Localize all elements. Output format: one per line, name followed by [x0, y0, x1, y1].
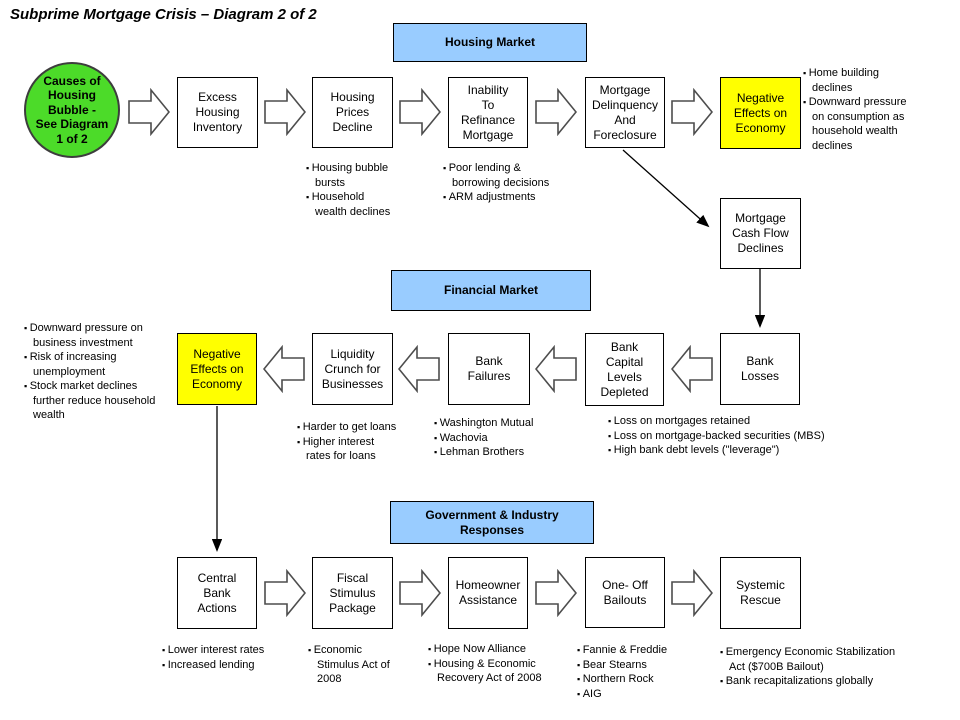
bullet-item: Washington Mutual — [434, 416, 584, 431]
housing-prices-decline-box: Housing Prices Decline — [312, 77, 393, 148]
bullet-list-fiscal: Economic Stimulus Act of 2008 — [308, 643, 400, 687]
block-arrow-right-icon — [264, 569, 306, 617]
block-arrow-right-icon — [671, 88, 713, 136]
bullet-list-bank-losses: Loss on mortgages retained Loss on mortg… — [608, 414, 898, 458]
fiscal-stimulus-box: Fiscal Stimulus Package — [312, 557, 393, 629]
housing-market-header: Housing Market — [393, 23, 587, 62]
excess-housing-inventory-box: Excess Housing Inventory — [177, 77, 258, 148]
bullet-list-oneoff: Fannie & Freddie Bear Stearns Northern R… — [577, 643, 707, 701]
block-arrow-right-icon — [535, 569, 577, 617]
bullet-item: Loss on mortgages retained — [608, 414, 898, 429]
bullet-list-negative-effects-housing: Home building declines Downward pressure… — [803, 66, 921, 153]
negative-effects-economy-housing-box: Negative Effects on Economy — [720, 77, 801, 149]
bullet-item: Loss on mortgage-backed securities (MBS) — [608, 429, 898, 444]
bullet-item: High bank debt levels ("leverage") — [608, 443, 898, 458]
block-arrow-right-icon — [671, 569, 713, 617]
bullet-item: Fannie & Freddie — [577, 643, 707, 658]
liquidity-crunch-box: Liquidity Crunch for Businesses — [312, 333, 393, 405]
bullet-item: Downward pressure on business investment — [24, 321, 170, 350]
bank-losses-box: Bank Losses — [720, 333, 800, 405]
bullet-item: Stock market declines further reduce hou… — [24, 379, 170, 423]
bullet-item: Lehman Brothers — [434, 445, 584, 460]
bullet-item: Housing bubble bursts — [306, 161, 396, 190]
bullet-item: Risk of increasing unemployment — [24, 350, 170, 379]
bullet-item: Downward pressure on consumption as hous… — [803, 95, 921, 153]
bullet-item: Household wealth declines — [306, 190, 396, 219]
bullet-list-homeowner: Hope Now Alliance Housing & Economic Rec… — [428, 642, 558, 686]
bullet-item: Lower interest rates — [162, 643, 322, 658]
block-arrow-right-icon — [399, 88, 441, 136]
bullet-item: Hope Now Alliance — [428, 642, 558, 657]
block-arrow-right-icon — [399, 569, 441, 617]
bank-failures-box: Bank Failures — [448, 333, 530, 405]
block-arrow-right-icon — [264, 88, 306, 136]
mortgage-cash-flow-declines-box: Mortgage Cash Flow Declines — [720, 198, 801, 269]
mortgage-delinquency-box: Mortgage Delinquency And Foreclosure — [585, 77, 665, 148]
bullet-item: Bear Stearns — [577, 658, 707, 673]
negative-effects-economy-financial-box: Negative Effects on Economy — [177, 333, 257, 405]
inability-to-refinance-box: Inability To Refinance Mortgage — [448, 77, 528, 148]
bullet-item: Harder to get loans — [297, 420, 401, 435]
arrow-delinquency-to-cashflow — [622, 149, 710, 228]
bullet-item: Home building declines — [803, 66, 921, 95]
bullet-list-systemic: Emergency Economic Stabilization Act ($7… — [720, 645, 905, 689]
bullet-item: Increased lending — [162, 658, 322, 673]
bullet-item: Emergency Economic Stabilization Act ($7… — [720, 645, 905, 674]
bullet-list-central-bank: Lower interest rates Increased lending — [162, 643, 322, 672]
central-bank-actions-box: Central Bank Actions — [177, 557, 257, 629]
bullet-list-liquidity: Harder to get loans Higher interest rate… — [297, 420, 401, 464]
oneoff-bailouts-box: One- Off Bailouts — [585, 557, 665, 628]
bullet-item: ARM adjustments — [443, 190, 555, 205]
causes-of-housing-bubble-circle: Causes of Housing Bubble - See Diagram 1… — [24, 62, 120, 158]
block-arrow-left-icon — [535, 345, 577, 393]
block-arrow-left-icon — [263, 345, 305, 393]
bullet-item: AIG — [577, 687, 707, 702]
block-arrow-left-icon — [398, 345, 440, 393]
block-arrow-right-icon — [128, 88, 170, 136]
bullet-item: Poor lending & borrowing decisions — [443, 161, 555, 190]
bullet-list-negative-effects-financial: Downward pressure on business investment… — [24, 321, 170, 423]
bank-capital-depleted-box: Bank Capital Levels Depleted — [585, 333, 664, 406]
bullet-list-bank-failures: Washington Mutual Wachovia Lehman Brothe… — [434, 416, 584, 460]
bullet-item: Bank recapitalizations globally — [720, 674, 905, 689]
block-arrow-right-icon — [535, 88, 577, 136]
homeowner-assistance-box: Homeowner Assistance — [448, 557, 528, 629]
bullet-list-refinance: Poor lending & borrowing decisions ARM a… — [443, 161, 555, 205]
bullet-item: Wachovia — [434, 431, 584, 446]
bullet-list-prices-decline: Housing bubble bursts Household wealth d… — [306, 161, 396, 219]
block-arrow-left-icon — [671, 345, 713, 393]
bullet-item: Northern Rock — [577, 672, 707, 687]
page-title: Subprime Mortgage Crisis – Diagram 2 of … — [10, 6, 317, 23]
government-responses-header: Government & Industry Responses — [390, 501, 594, 544]
financial-market-header: Financial Market — [391, 270, 591, 311]
bullet-item: Housing & Economic Recovery Act of 2008 — [428, 657, 558, 686]
systemic-rescue-box: Systemic Rescue — [720, 557, 801, 629]
bullet-item: Economic Stimulus Act of 2008 — [308, 643, 400, 687]
bullet-item: Higher interest rates for loans — [297, 435, 401, 464]
